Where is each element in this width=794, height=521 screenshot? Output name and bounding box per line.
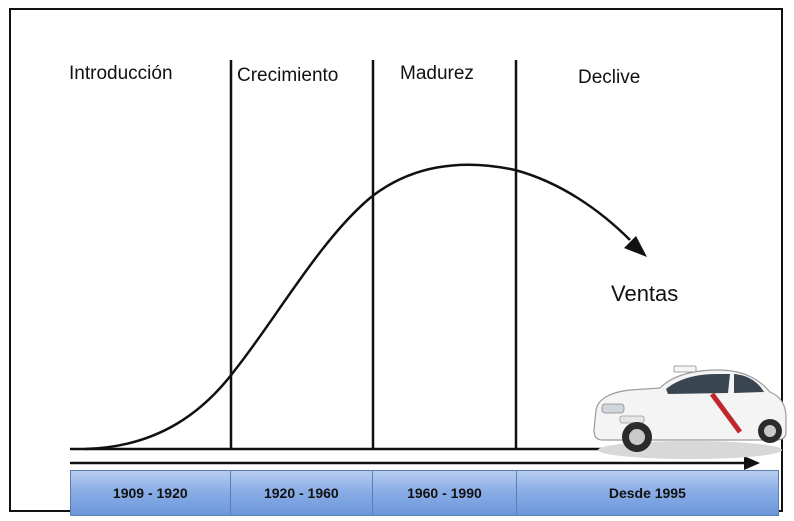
taxi-car-icon xyxy=(593,365,787,459)
curve-arrowhead xyxy=(624,236,647,257)
period-cell: Desde 1995 xyxy=(516,471,778,515)
time-axis-arrowhead xyxy=(744,456,760,470)
stage-label-madurez: Madurez xyxy=(400,63,474,84)
period-cell: 1960 - 1990 xyxy=(373,471,517,515)
stage-label-introduccion: Introducción xyxy=(69,63,173,84)
timeline-bar: 1909 - 1920 1920 - 1960 1960 - 1990 Desd… xyxy=(70,470,779,516)
stage-label-crecimiento: Crecimiento xyxy=(237,65,339,86)
curve-label-ventas: Ventas xyxy=(611,281,679,306)
period-cell: 1909 - 1920 xyxy=(71,471,231,515)
period-cell: 1920 - 1960 xyxy=(230,471,374,515)
stage-label-declive: Declive xyxy=(578,67,641,88)
sales-curve xyxy=(84,163,631,451)
